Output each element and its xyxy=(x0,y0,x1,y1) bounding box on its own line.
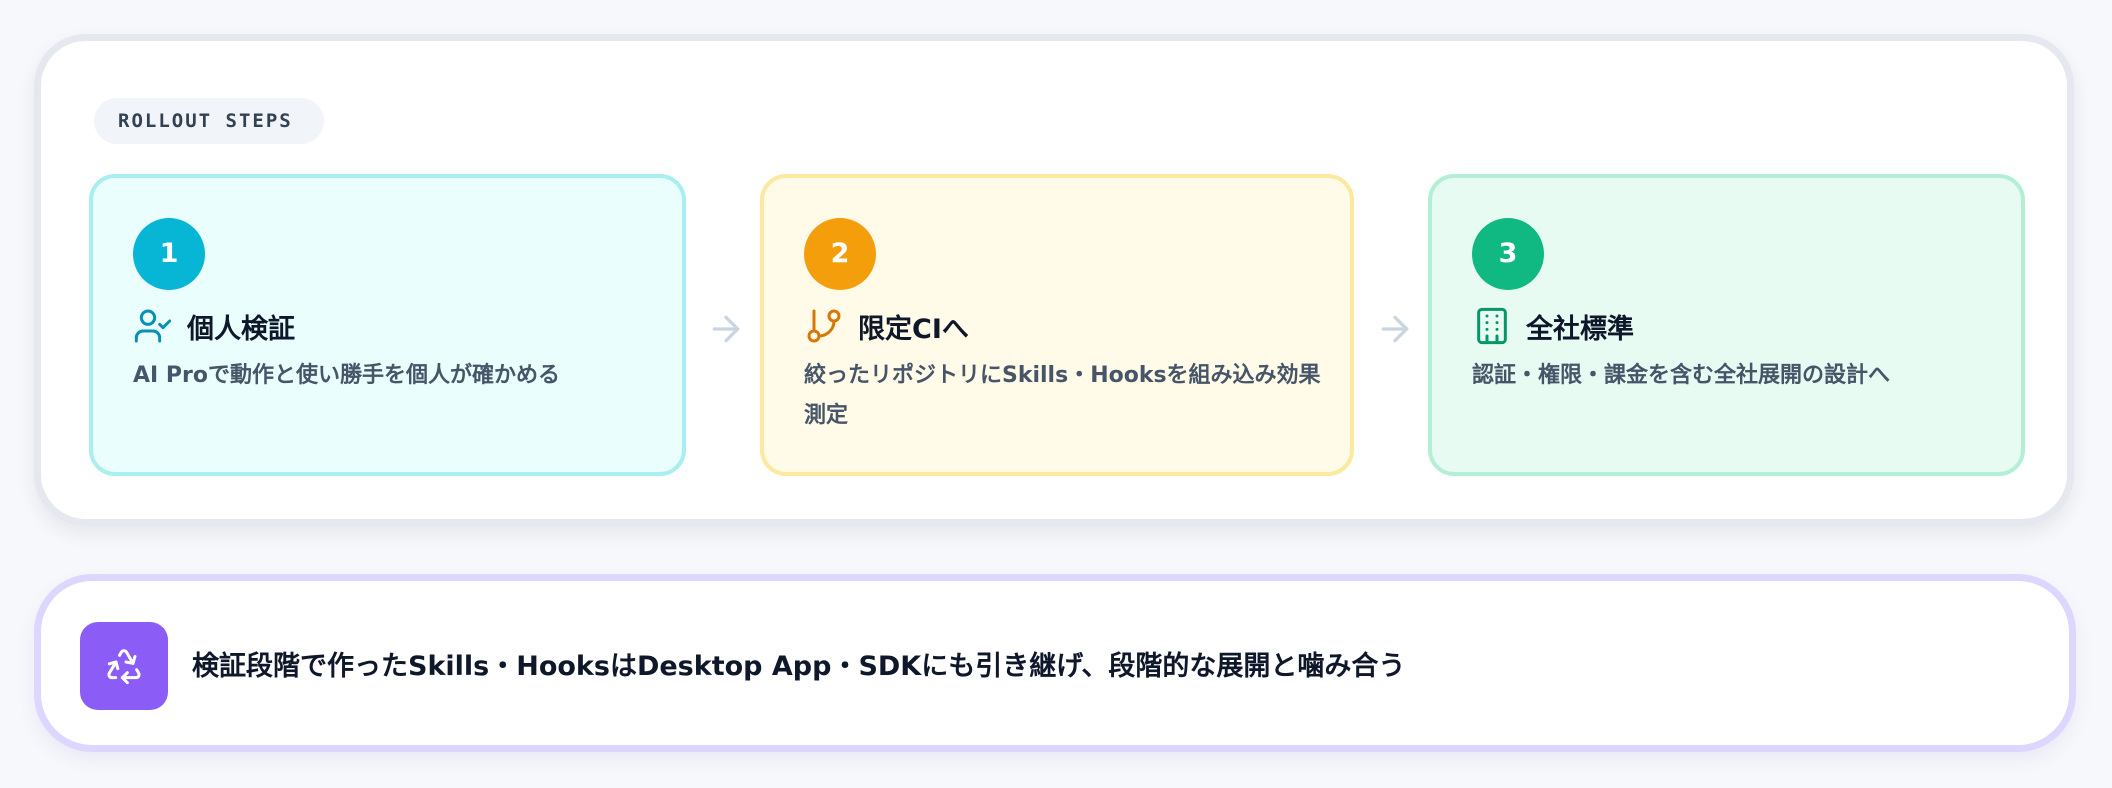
rollout-panel: ROLLOUT STEPS 1 個人検証 AI Proで動作と使い勝手を個人が確… xyxy=(34,34,2074,526)
step-description: 絞ったリポジトリにSkills・Hooksを組み込み効果測定 xyxy=(804,363,1321,428)
user-check-icon xyxy=(134,309,172,343)
banner-icon-tile xyxy=(80,622,168,710)
step-card-3: 3 全社標準 認証・権限・課金を含む全社展開の設計へ xyxy=(1428,174,2025,476)
step-number-badge: 2 xyxy=(804,218,876,290)
building-icon xyxy=(1477,307,1507,345)
step-description: AI Proで動作と使い勝手を個人が確かめる xyxy=(133,363,560,388)
step-number-badge: 1 xyxy=(133,218,205,290)
section-tag: ROLLOUT STEPS xyxy=(94,98,324,144)
step-title: 限定CIへ xyxy=(858,313,969,345)
step-card-1: 1 個人検証 AI Proで動作と使い勝手を個人が確かめる xyxy=(89,174,686,476)
step-description: 認証・権限・課金を含む全社展開の設計へ xyxy=(1472,363,1891,388)
arrow-right-icon xyxy=(712,315,740,343)
note-banner: 検証段階で作ったSkills・HooksはDesktop App・SDKにも引き… xyxy=(34,574,2076,752)
step-title: 全社標準 xyxy=(1526,313,1634,345)
arrow-right-icon xyxy=(1381,315,1409,343)
step-number-badge: 3 xyxy=(1472,218,1544,290)
step-heading: 全社標準 xyxy=(1472,306,1634,346)
banner-text: 検証段階で作ったSkills・HooksはDesktop App・SDKにも引き… xyxy=(192,651,1406,682)
step-title: 個人検証 xyxy=(187,313,295,345)
step-heading: 個人検証 xyxy=(133,306,295,346)
step-heading: 限定CIへ xyxy=(804,306,969,346)
git-branch-icon xyxy=(807,309,841,343)
step-card-2: 2 限定CIへ 絞ったリポジトリにSkills・Hooksを組み込み効果測定 xyxy=(760,174,1354,476)
recycle-icon xyxy=(107,649,141,685)
